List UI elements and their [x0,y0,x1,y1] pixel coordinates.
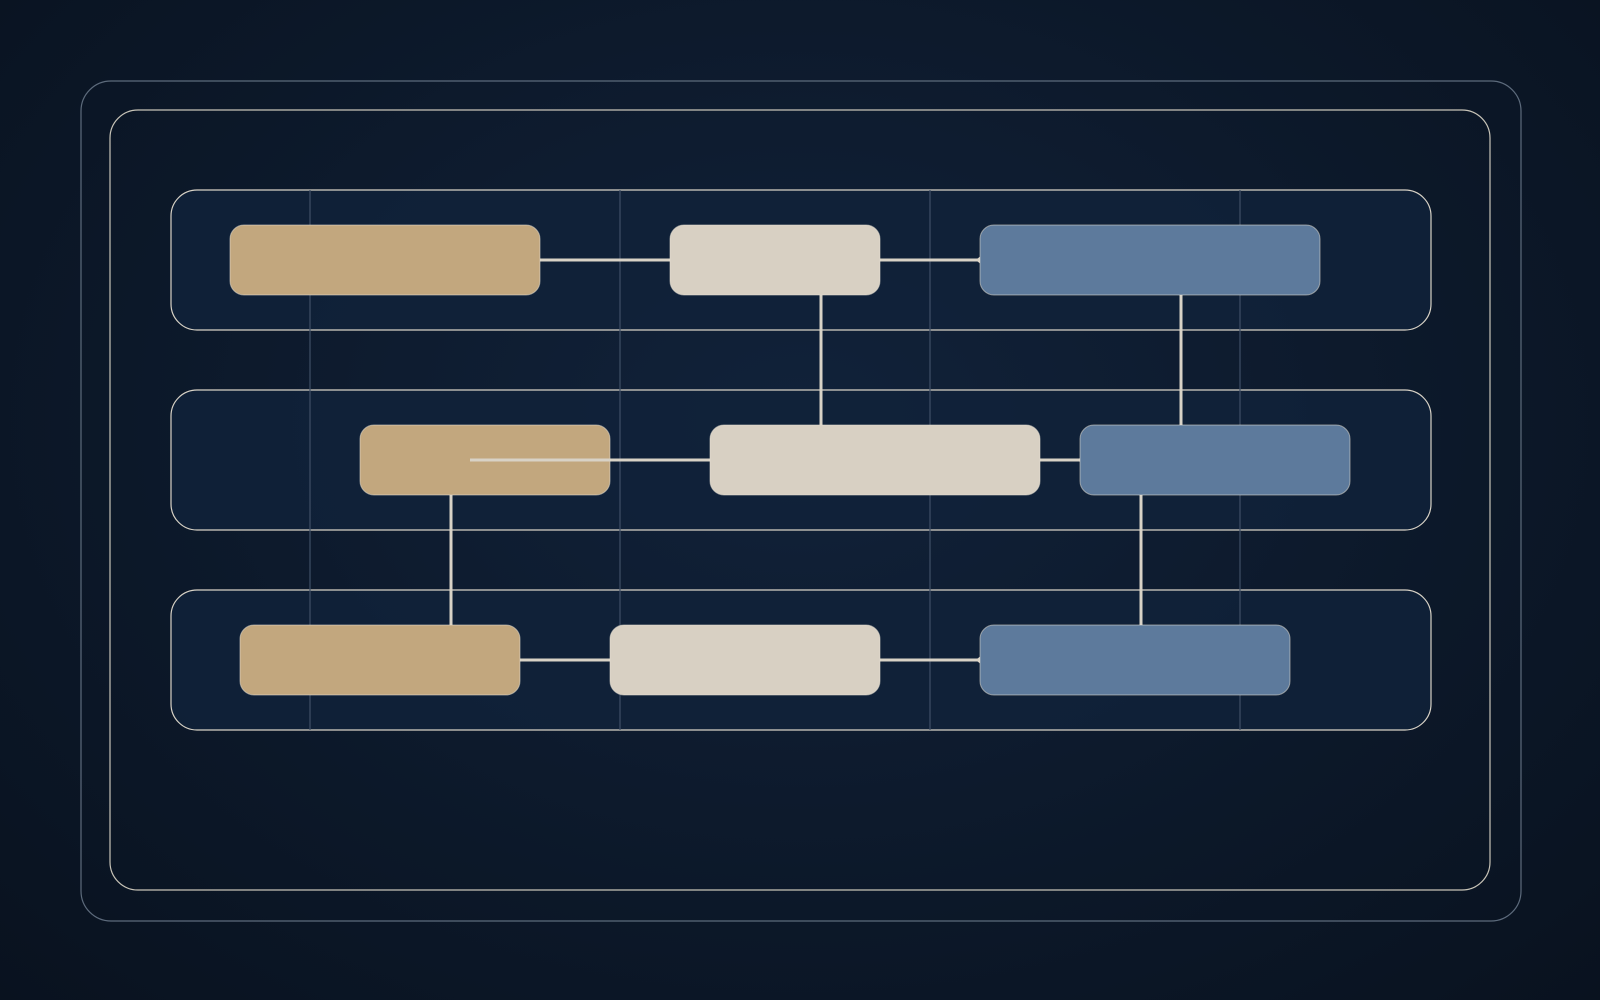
inner-frame [109,109,1491,891]
node-n7-tan[interactable] [239,624,521,696]
node-n9-blue[interactable] [979,624,1291,696]
outer-frame [80,80,1522,922]
frames-layer [80,80,1522,922]
node-n2-cream[interactable] [669,224,881,296]
node-n8-cream[interactable] [609,624,881,696]
nodes-layer [229,224,1351,696]
node-n3-blue[interactable] [979,224,1321,296]
node-n6-blue[interactable] [1079,424,1351,496]
node-n1-tan[interactable] [229,224,541,296]
node-n5-cream[interactable] [709,424,1041,496]
